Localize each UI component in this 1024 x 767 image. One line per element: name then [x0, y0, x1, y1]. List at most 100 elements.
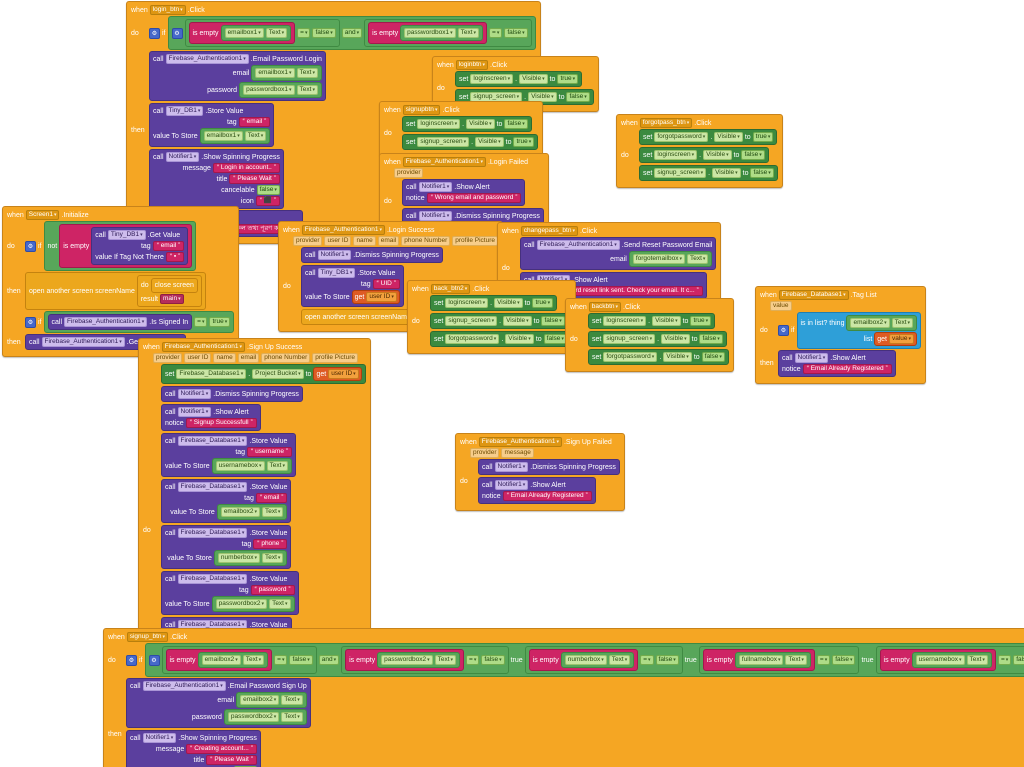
dropdown-chip[interactable]: true▾ — [690, 316, 712, 326]
mutator-gear-icon[interactable]: ⚙ — [778, 325, 789, 336]
dropdown-chip[interactable]: forgotpass_btn▾ — [639, 118, 693, 128]
mutator-gear-icon[interactable]: ⚙ — [25, 316, 36, 328]
dropdown-chip[interactable]: user ID — [184, 353, 212, 363]
dropdown-chip[interactable]: Text▾ — [261, 553, 284, 563]
dropdown-chip[interactable]: signup_screen▾ — [603, 334, 656, 344]
dropdown-chip[interactable]: forgotpassword▾ — [445, 334, 500, 344]
dropdown-chip[interactable]: false▾ — [699, 334, 723, 344]
dropdown-chip[interactable]: loginscreen▾ — [445, 298, 489, 308]
dropdown-chip[interactable]: Firebase_Database1▾ — [177, 574, 248, 584]
dropdown-chip[interactable]: profile Picture — [312, 353, 358, 363]
dropdown-chip[interactable]: passwordbox2▾ — [215, 599, 268, 609]
dropdown-chip[interactable]: true▾ — [513, 137, 535, 147]
dropdown-chip[interactable]: Text▾ — [242, 655, 265, 665]
dropdown-chip[interactable]: loginscreen▾ — [470, 74, 514, 84]
dropdown-chip[interactable]: false▾ — [1013, 655, 1024, 665]
dropdown-chip[interactable]: Notifier1▾ — [177, 407, 212, 417]
dropdown-chip[interactable]: Firebase_Authentication1▾ — [536, 240, 620, 250]
dropdown-chip[interactable]: Visible▾ — [714, 132, 743, 142]
dropdown-chip[interactable]: Text▾ — [785, 655, 807, 665]
dropdown-chip[interactable]: email — [377, 236, 400, 246]
dropdown-chip[interactable]: loginbtn▾ — [455, 60, 489, 70]
dropdown-chip[interactable]: login_btn▾ — [149, 5, 186, 15]
dropdown-chip[interactable]: Firebase_Authentication1▾ — [41, 337, 125, 347]
dropdown-chip[interactable]: Firebase_Database1▾ — [177, 482, 248, 492]
property-get[interactable]: passwordbox2▾Text▾ — [223, 709, 307, 725]
dropdown-chip[interactable]: and▾ — [318, 655, 340, 665]
text-string-block[interactable]: “Please Wait” — [229, 174, 280, 184]
dropdown-chip[interactable]: Visible▾ — [663, 352, 692, 362]
dropdown-chip[interactable]: Tiny_DB1▾ — [107, 230, 146, 240]
property-get[interactable]: emailbox1▾Text▾ — [220, 25, 292, 41]
dropdown-chip[interactable]: changepass_btn▾ — [520, 226, 578, 236]
dropdown-chip[interactable]: Text▾ — [261, 507, 284, 517]
dropdown-chip[interactable]: Text▾ — [296, 68, 318, 78]
dropdown-chip[interactable]: Notifier1▾ — [494, 462, 529, 472]
dropdown-chip[interactable]: false▾ — [832, 655, 856, 665]
dropdown-chip[interactable]: user ID▾ — [328, 369, 359, 379]
dropdown-chip[interactable]: Firebase_Database1▾ — [177, 436, 248, 446]
dropdown-chip[interactable]: signup_screen▾ — [445, 316, 498, 326]
dropdown-chip[interactable]: Visible▾ — [652, 316, 681, 326]
dropdown-chip[interactable]: back_btn2▾ — [430, 284, 471, 294]
dropdown-chip[interactable]: and▾ — [341, 28, 363, 38]
dropdown-chip[interactable]: emailbox2▾ — [201, 655, 241, 665]
property-get[interactable]: passwordbox2▾Text▾ — [211, 596, 295, 612]
dropdown-chip[interactable]: Text▾ — [281, 695, 303, 705]
dropdown-chip[interactable]: false▾ — [655, 655, 679, 665]
dropdown-chip[interactable]: Screen1▾ — [25, 210, 60, 220]
dropdown-chip[interactable]: numberbox▾ — [217, 553, 260, 563]
dropdown-chip[interactable]: false▾ — [504, 28, 528, 38]
dropdown-chip[interactable]: Notifier1▾ — [177, 389, 212, 399]
property-get[interactable]: emailbox2▾Text▾ — [236, 692, 307, 708]
dropdown-chip[interactable]: true▾ — [557, 74, 579, 84]
dropdown-chip[interactable]: fullnamebox▾ — [738, 655, 784, 665]
dropdown-chip[interactable]: Firebase_Authentication1▾ — [161, 342, 245, 352]
dropdown-chip[interactable]: =▾ — [640, 655, 654, 665]
dropdown-chip[interactable]: =▾ — [816, 655, 831, 665]
dropdown-chip[interactable]: emailbox2▾ — [220, 507, 260, 517]
property-get[interactable]: emailbox1▾Text▾ — [199, 128, 271, 144]
dropdown-chip[interactable]: main▾ — [159, 294, 184, 304]
dropdown-chip[interactable]: Text▾ — [608, 655, 631, 665]
dropdown-chip[interactable]: Notifier1▾ — [794, 353, 829, 363]
property-get[interactable]: fullnamebox▾Text▾ — [734, 652, 811, 668]
dropdown-chip[interactable]: Visible▾ — [519, 74, 548, 84]
dropdown-chip[interactable]: value — [770, 301, 792, 311]
dropdown-chip[interactable]: false▾ — [289, 655, 313, 665]
dropdown-chip[interactable]: passwordbox2▾ — [381, 655, 433, 665]
dropdown-chip[interactable]: Visible▾ — [503, 316, 532, 326]
mutator-gear-icon[interactable]: ⚙ — [149, 27, 160, 39]
property-get[interactable]: passwordbox1▾Text▾ — [400, 25, 484, 41]
text-string-block[interactable]: “password” — [250, 585, 295, 595]
dropdown-chip[interactable]: loginscreen▾ — [654, 150, 698, 160]
dropdown-chip[interactable]: =▾ — [997, 655, 1012, 665]
